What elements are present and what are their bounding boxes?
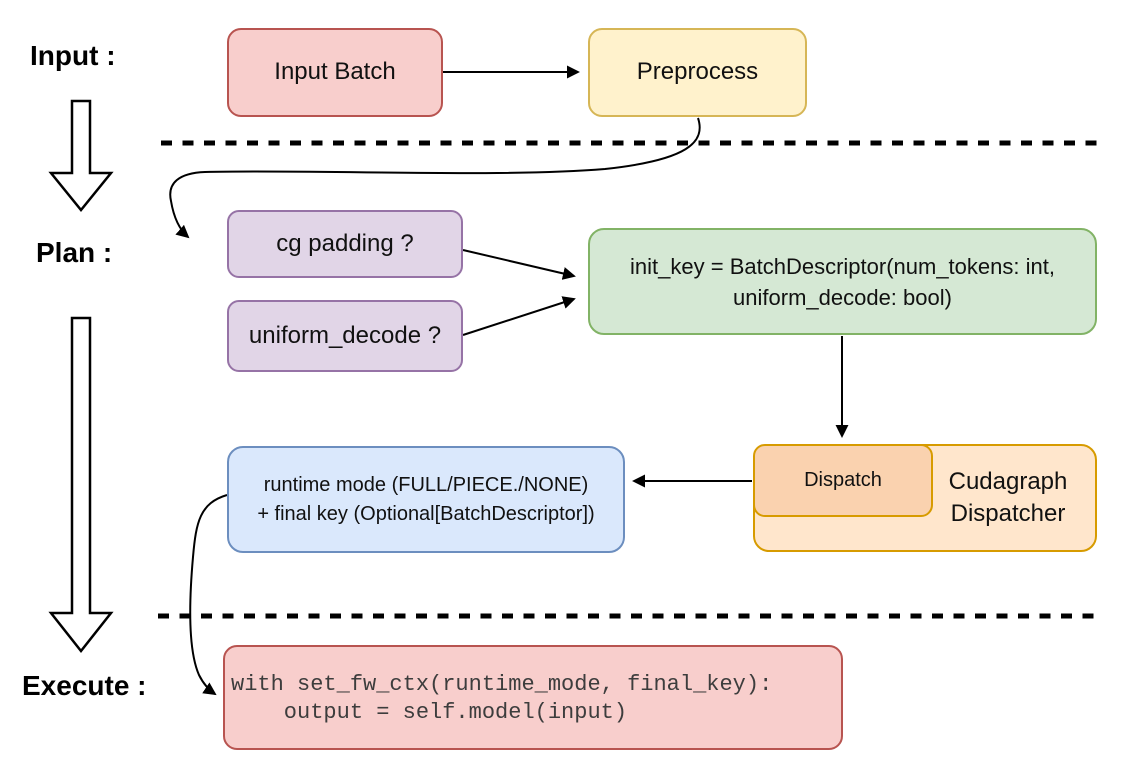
plan-to-execute-arrow-icon [48, 316, 114, 654]
node-init-key-line1: init_key = BatchDescriptor(num_tokens: i… [630, 253, 1055, 279]
node-execute-code: with set_fw_ctx(runtime_mode, final_key)… [223, 645, 843, 750]
connector-preprocess-cgpadding [169, 117, 701, 239]
node-runtime-mode: runtime mode (FULL/PIECE./NONE) + final … [227, 446, 625, 553]
node-init-key-line2: uniform_decode: bool) [733, 284, 952, 310]
node-preprocess: Preprocess [588, 28, 807, 117]
node-dispatch: Dispatch [753, 444, 933, 517]
node-input-batch-label: Input Batch [274, 58, 396, 86]
execute-code-line2: output = self.model(input) [231, 700, 628, 725]
node-cg-padding: cg padding ? [227, 210, 463, 278]
node-init-key: init_key = BatchDescriptor(num_tokens: i… [588, 228, 1097, 335]
node-uniform-decode: uniform_decode ? [227, 300, 463, 372]
node-uniform-decode-label: uniform_decode ? [248, 321, 442, 349]
input-to-plan-arrow-icon [48, 99, 114, 212]
connector-runtimemode-executecode [189, 494, 228, 696]
node-cudagraph-line1: Cudagraph [948, 467, 1068, 495]
node-cg-padding-label: cg padding ? [276, 229, 414, 257]
node-dispatch-label: Dispatch [804, 469, 882, 491]
node-runtime-mode-line2: + final key (Optional[BatchDescriptor]) [257, 502, 595, 525]
stage-label-input: Input : [30, 40, 116, 71]
node-cudagraph-line2: Dispatcher [950, 500, 1066, 527]
stage-label-plan: Plan : [36, 237, 113, 268]
node-preprocess-label: Preprocess [636, 58, 759, 86]
stage-label-execute: Execute : [22, 670, 147, 701]
node-input-batch: Input Batch [227, 28, 443, 117]
connector-cgpadding-initkey [462, 249, 576, 280]
connector-uniformdecode-initkey [462, 296, 576, 336]
execute-code-line1: with set_fw_ctx(runtime_mode, final_key)… [231, 672, 773, 697]
node-runtime-mode-line1: runtime mode (FULL/PIECE./NONE) [263, 473, 589, 496]
